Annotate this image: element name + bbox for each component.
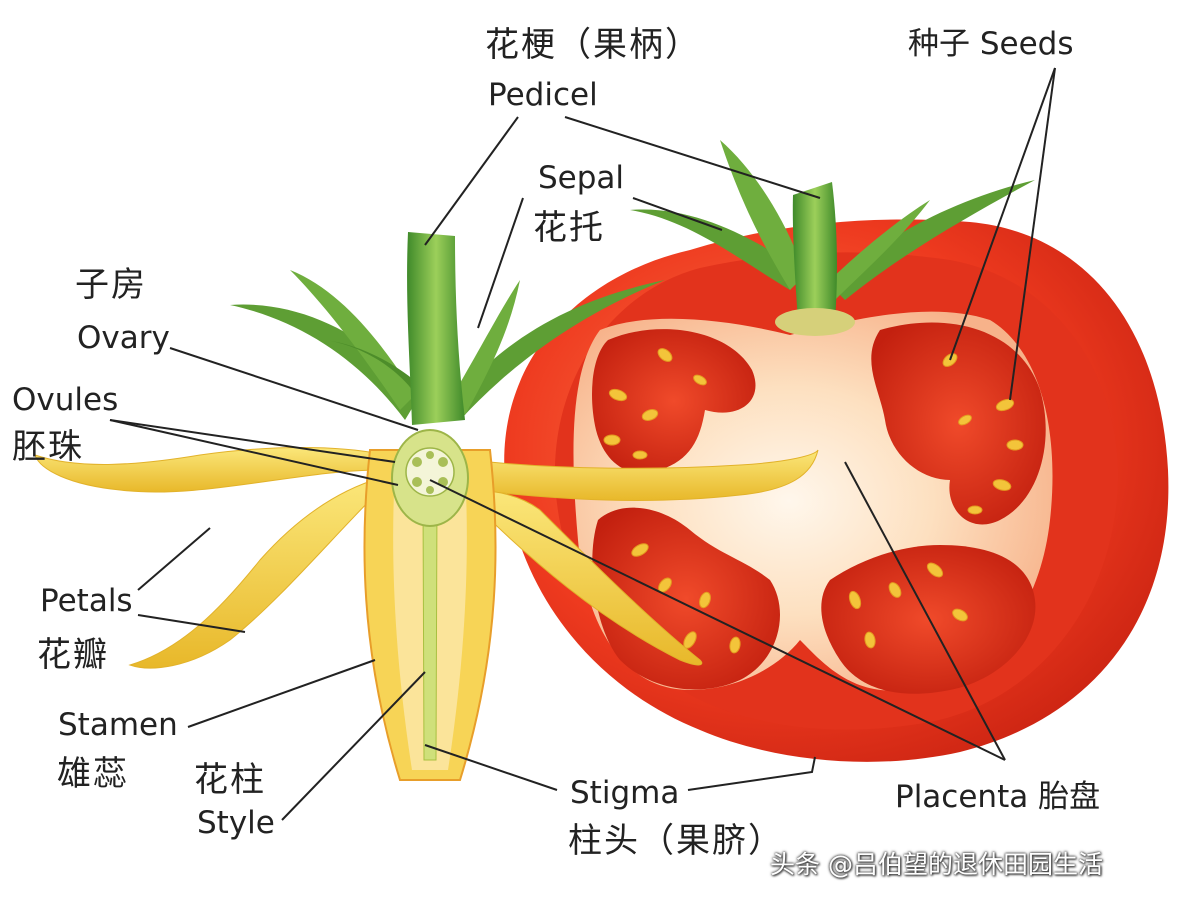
label-stamen-zh: 雄蕊: [57, 754, 129, 794]
leader-stamen: [187, 659, 376, 728]
leader-ovules-1: [109, 419, 396, 463]
petal-right-lower: [469, 489, 703, 666]
seed: [657, 348, 673, 362]
seed: [699, 591, 711, 609]
seed: [926, 562, 944, 578]
seed: [603, 434, 621, 446]
leader-pedicel-tomato: [564, 116, 821, 199]
seed: [729, 636, 741, 654]
seed: [995, 398, 1015, 412]
ovule: [412, 477, 422, 487]
tomato-stem: [792, 182, 837, 320]
label-petals-en: Petals: [40, 583, 133, 619]
seed: [631, 543, 649, 557]
ovule: [438, 457, 448, 467]
seed: [958, 414, 972, 426]
seeds: [603, 348, 1024, 654]
leader-sepal-flower: [477, 197, 524, 329]
locule-lower-right: [821, 545, 1036, 694]
label-seeds: 种子 Seeds: [908, 26, 1074, 62]
seed: [632, 450, 648, 460]
leader-pedicel-flower: [424, 116, 519, 246]
tomato-calyx: [630, 140, 1035, 336]
style: [422, 499, 438, 761]
label-placenta: Placenta 胎盘: [895, 779, 1101, 815]
seed: [864, 631, 876, 649]
tomato-sepal: [830, 180, 1035, 300]
leader-stigma-flower: [424, 744, 558, 791]
label-sepal-en: Sepal: [538, 160, 625, 196]
label-petals-zh: 花瓣: [37, 635, 109, 675]
tomato-sepal: [720, 140, 805, 290]
ovule: [426, 451, 434, 459]
label-ovary-zh: 子房: [75, 265, 147, 305]
label-ovules-zh: 胚珠: [12, 427, 84, 467]
seed: [992, 479, 1012, 491]
seed: [888, 582, 902, 598]
leader-stigma-tomato: [687, 756, 816, 791]
petal-left-lower: [128, 477, 381, 669]
leader-ovules-2: [109, 419, 399, 486]
seed: [693, 374, 707, 386]
label-ovules-en: Ovules: [12, 382, 119, 418]
flower-sepal: [450, 280, 520, 415]
seed: [967, 505, 983, 515]
petal-right-upper: [469, 449, 819, 501]
seed: [952, 608, 968, 622]
seed: [1006, 439, 1024, 451]
tomato-sepal: [630, 209, 800, 290]
leader-seeds-2: [1009, 67, 1056, 401]
seed: [608, 388, 628, 402]
leader-placenta-1: [844, 461, 1006, 761]
ovules: [412, 451, 448, 494]
label-stigma-zh: 柱头（果脐）: [568, 821, 784, 861]
leader-ovary: [169, 347, 419, 431]
leader-placenta-2: [429, 479, 1006, 761]
tomato-stem-scar: [775, 308, 855, 336]
label-pedicel-zh: 花梗（果柄）: [485, 25, 701, 65]
seed: [641, 409, 659, 421]
label-ovary-en: Ovary: [77, 320, 170, 356]
label-pedicel-en: Pedicel: [488, 77, 598, 113]
label-stigma-en: Stigma: [570, 775, 680, 811]
watermark: 头条 @吕伯望的退休田园生活: [770, 850, 1103, 879]
leader-petals-2: [137, 614, 246, 633]
leader-petals-1: [137, 527, 211, 591]
tomato-fruit: [504, 140, 1169, 762]
locule-upper-left: [592, 329, 756, 474]
flower-sepal: [290, 270, 415, 410]
leader-lines: [109, 67, 1056, 821]
label-stamen-en: Stamen: [58, 707, 178, 743]
ovule: [412, 457, 422, 467]
petal-left-upper: [34, 447, 386, 493]
flower-pedicel: [407, 232, 465, 425]
label-style-en: Style: [197, 805, 275, 841]
label-style-zh: 花柱: [194, 760, 266, 800]
tomato-sepal: [820, 200, 930, 300]
leader-style: [281, 671, 426, 821]
leader-seeds-1: [949, 67, 1056, 361]
tomato-flower: [34, 232, 819, 781]
seed: [848, 590, 862, 610]
label-sepal-zh: 花托: [533, 208, 605, 248]
ovule: [426, 486, 434, 494]
leader-sepal-tomato: [632, 197, 723, 231]
